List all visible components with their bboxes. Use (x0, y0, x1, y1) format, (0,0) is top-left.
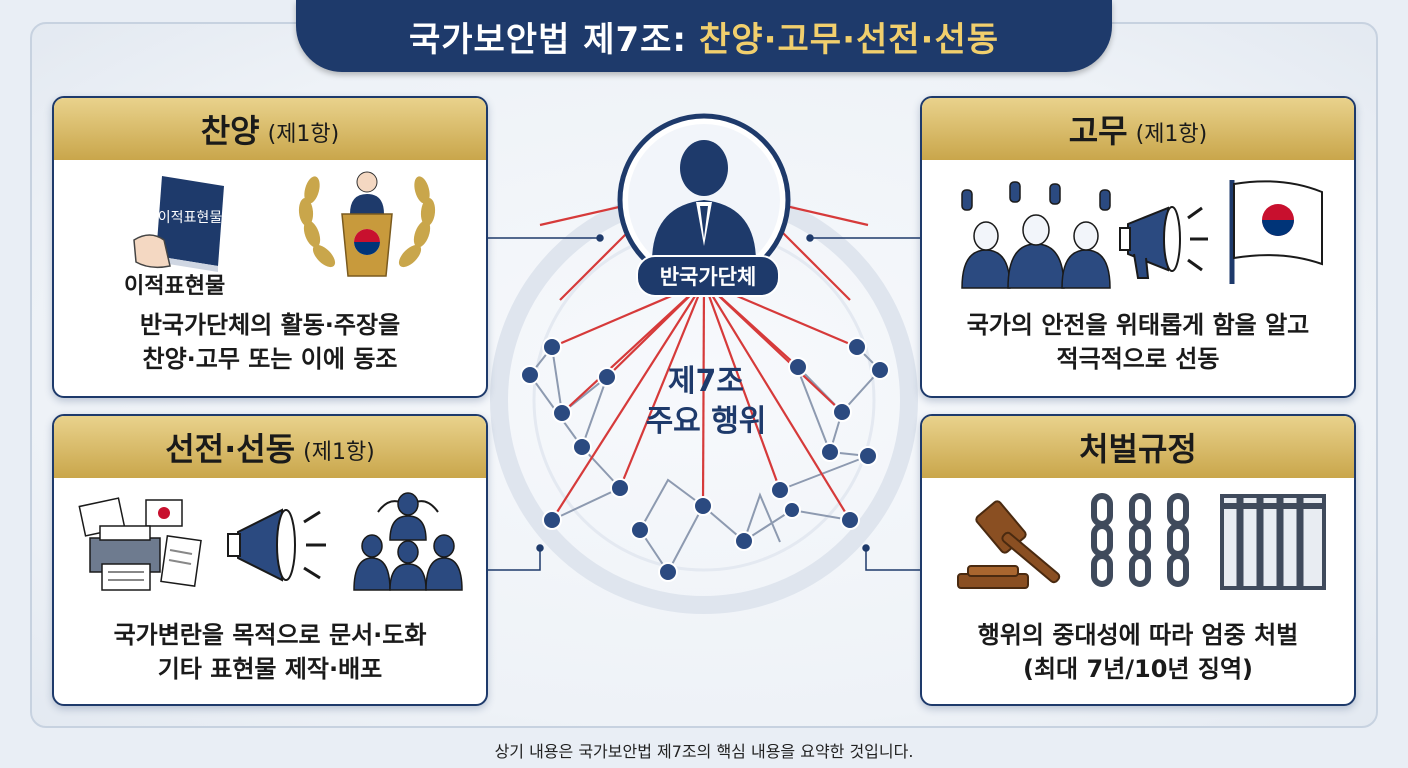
printer-documents-icon (78, 497, 202, 591)
panel-propaganda-desc: 국가변란을 목적으로 문서·도화 기타 표현물 제작·배포 (54, 618, 486, 686)
prison-bars-icon (1220, 494, 1326, 590)
panel-propaganda-desc-line1: 국가변란을 목적으로 문서·도화 (113, 621, 427, 649)
book-icon: 이적표현물 (133, 176, 224, 272)
panel-encourage-header: 고무 (제1항) (922, 98, 1354, 160)
panel-propaganda-desc-line2: 기타 표현물 제작·배포 (157, 655, 383, 683)
panel-propaganda-title: 선전·선동 (165, 430, 296, 468)
panel-encourage-clause: (제1항) (1135, 122, 1208, 147)
group-meeting-icon (353, 492, 463, 591)
center-title-line1: 제7조 (667, 364, 745, 399)
panel-praise: 찬양 (제1항) 이적표현물 (52, 96, 488, 398)
panel-encourage-title: 고무 (1068, 112, 1128, 150)
panel-penalty-desc: 행위의 중대성에 따라 엄중 처벌 (최대 7년/10년 징역) (922, 618, 1354, 686)
megaphone-icon (1119, 206, 1208, 279)
panel-praise-header: 찬양 (제1항) (54, 98, 486, 160)
chains-icon (1091, 493, 1189, 587)
panel-praise-desc-line2: 찬양·고무 또는 이에 동조 (142, 345, 398, 373)
panel-penalty-header: 처벌규정 (922, 416, 1354, 478)
panel-encourage-desc-line1: 국가의 안전을 위태롭게 함을 알고 (966, 311, 1310, 339)
book-cover-text: 이적표현물 (158, 210, 223, 226)
panel-encourage: 고무 (제1항) (920, 96, 1356, 398)
panel-propaganda-header: 선전·선동 (제1항) (54, 416, 486, 478)
panel-penalty-desc-line2: (최대 7년/10년 징역) (1023, 655, 1253, 683)
panel-propaganda: 선전·선동 (제1항) (52, 414, 488, 706)
panel-praise-desc-line1: 반국가단체의 활동·주장을 (139, 311, 401, 339)
panel-penalty-title: 처벌규정 (1079, 430, 1197, 468)
panel-encourage-desc: 국가의 안전을 위태롭게 함을 알고 적극적으로 선동 (922, 308, 1354, 376)
panel-penalty-desc-line1: 행위의 중대성에 따라 엄중 처벌 (977, 621, 1299, 649)
center-org-label: 반국가단체 (636, 255, 780, 297)
title-prefix: 국가보안법 제7조: (408, 19, 688, 60)
panel-propaganda-clause: (제1항) (303, 440, 375, 465)
panel-praise-desc: 반국가단체의 활동·주장을 찬양·고무 또는 이에 동조 (54, 308, 486, 376)
korean-flag-icon (1229, 180, 1323, 284)
panel-encourage-desc-line2: 적극적으로 선동 (1056, 345, 1220, 373)
podium-speaker-icon (298, 171, 436, 277)
praise-icon-label: 이적표현물 (124, 274, 226, 299)
panel-penalty: 처벌규정 (920, 414, 1356, 706)
center-title: 제7조 주요 행위 (590, 362, 822, 442)
footer-note: 상기 내용은 국가보안법 제7조의 핵심 내용을 요약한 것입니다. (494, 742, 914, 761)
page-title: 국가보안법 제7조: 찬양·고무·선전·선동 (296, 0, 1112, 72)
panel-praise-clause: (제1항) (267, 122, 340, 147)
title-highlight: 찬양·고무·선전·선동 (699, 19, 1000, 60)
gavel-icon (957, 500, 1061, 589)
megaphone-icon (227, 508, 326, 582)
crowd-icon (961, 181, 1111, 289)
center-title-line2: 주요 행위 (645, 404, 767, 439)
panel-praise-title: 찬양 (200, 112, 260, 150)
